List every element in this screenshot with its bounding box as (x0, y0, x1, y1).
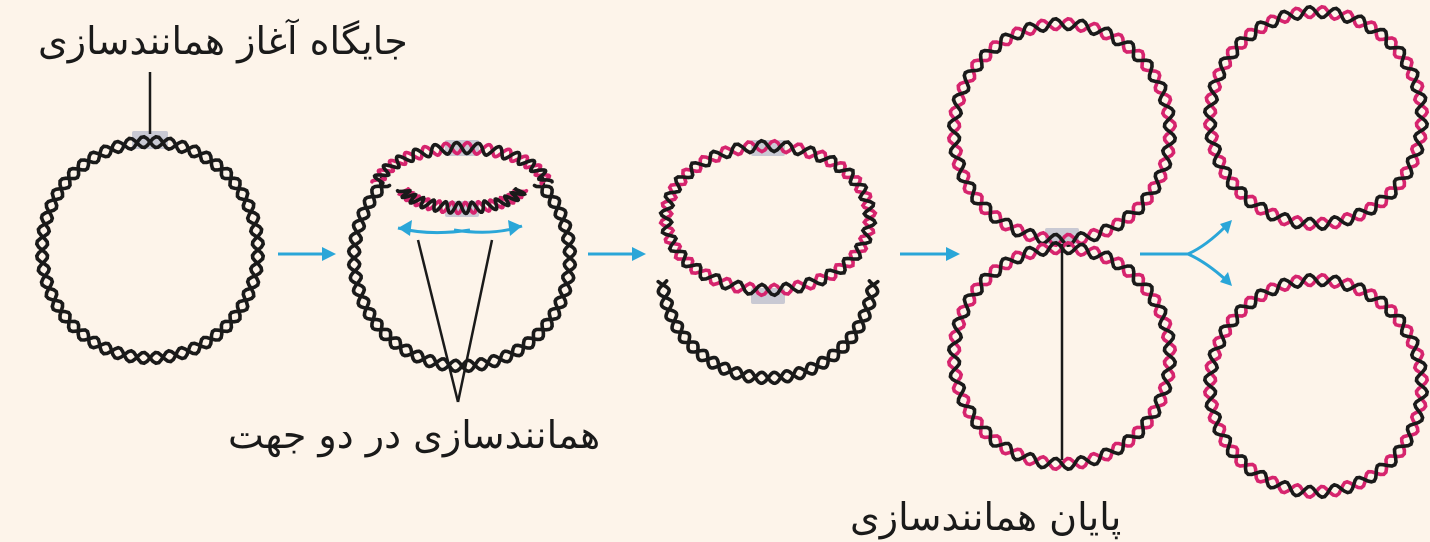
split-arrow-down-head (1220, 272, 1232, 286)
arrow-2-head (632, 247, 646, 261)
bidir-pointer-left (418, 240, 458, 402)
split-arrow-up (1188, 226, 1226, 254)
arrow-1-head (322, 247, 336, 261)
fork-arrow-left-head (398, 220, 412, 236)
termination-label: پایان همانندسازی (850, 498, 1121, 536)
arrow-3-head (946, 247, 960, 261)
split-arrow-down (1188, 254, 1226, 280)
bidirectional-label: همانندسازی در دو جهت (228, 416, 600, 454)
origin-label: جایگاه آغاز همانندسازی (38, 22, 408, 60)
bidir-pointer-right (458, 240, 492, 402)
